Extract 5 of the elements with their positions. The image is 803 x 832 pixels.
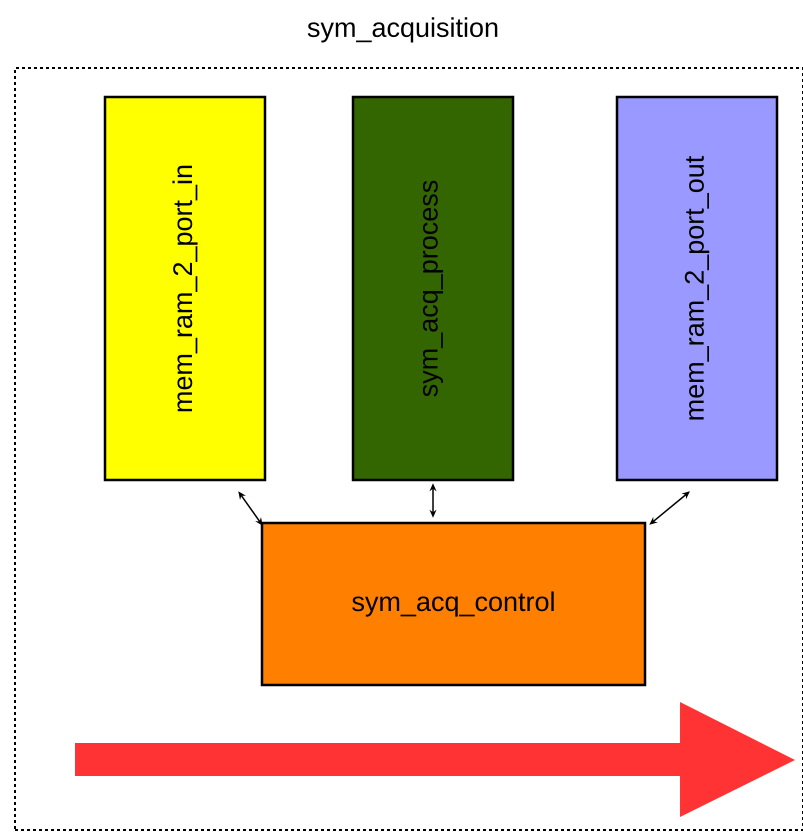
group-title: sym_acquisition [308, 17, 498, 42]
module-box: mem_ram_2_port_out [616, 96, 778, 482]
module-box: sym_acq_control [260, 522, 646, 686]
module-box: mem_ram_2_port_in [104, 96, 266, 482]
module-box: sym_acq_process [352, 96, 514, 482]
